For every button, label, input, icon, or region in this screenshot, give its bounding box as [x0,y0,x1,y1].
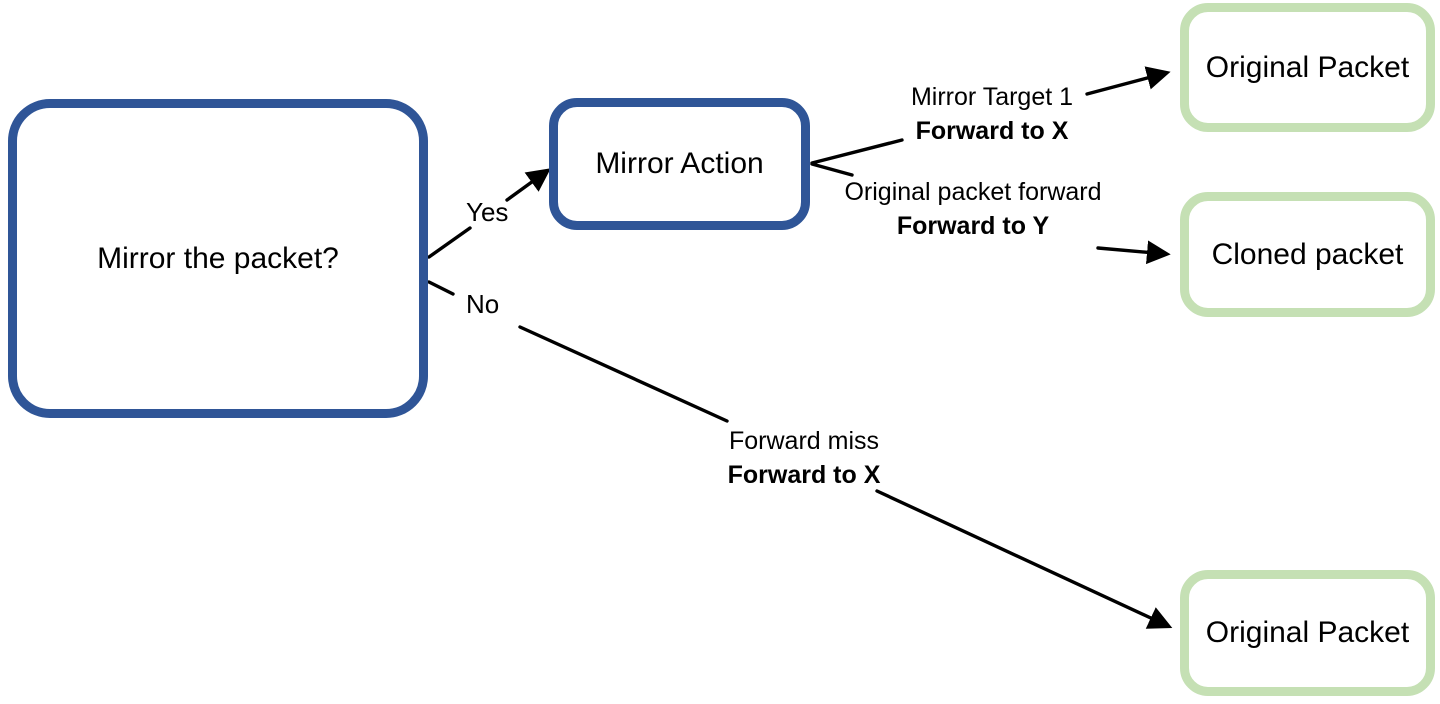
decision-node-mirror-the-packet: Mirror the packet? [8,99,428,418]
mirror-target-edge-label: Mirror Target 1 Forward to X [911,80,1073,148]
original-packet-forward-edge-label: Original packet forward Forward to Y [844,175,1101,243]
forward-miss-edge-label-line2: Forward to X [727,461,881,489]
no-connector-arrow [427,280,1173,629]
no-edge-label: No [466,289,500,319]
mirror-action-node: Mirror Action [549,98,810,230]
forward-miss-edge-label: Forward miss Forward to X [728,424,881,492]
original-packet-bottom-label: Original Packet [1205,616,1410,649]
decision-node-label: Mirror the packet? [97,241,339,275]
cloned-packet-node: Cloned packet [1180,192,1435,317]
original-packet-top-node: Original Packet [1180,3,1435,132]
cloned-packet-label: Cloned packet [1211,237,1404,271]
forward-to-y-connector-arrow [810,162,1171,265]
mirror-target-edge-label-line1: Mirror Target 1 [910,83,1074,111]
original-packet-top-label: Original Packet [1205,50,1410,84]
mirror-target-connector-arrow [810,66,1171,165]
forward-miss-edge-label-line1: Forward miss [728,427,880,455]
original-packet-bottom-node: Original Packet [1180,570,1435,696]
yes-connector-arrow [427,168,551,259]
mirror-action-node-label: Mirror Action [595,147,764,180]
mirror-target-edge-label-line2: Forward to X [915,117,1069,145]
yes-edge-label: Yes [466,197,509,227]
original-packet-forward-edge-label-line1: Original packet forward [844,178,1102,206]
original-packet-forward-edge-label-line2: Forward to Y [896,212,1050,240]
